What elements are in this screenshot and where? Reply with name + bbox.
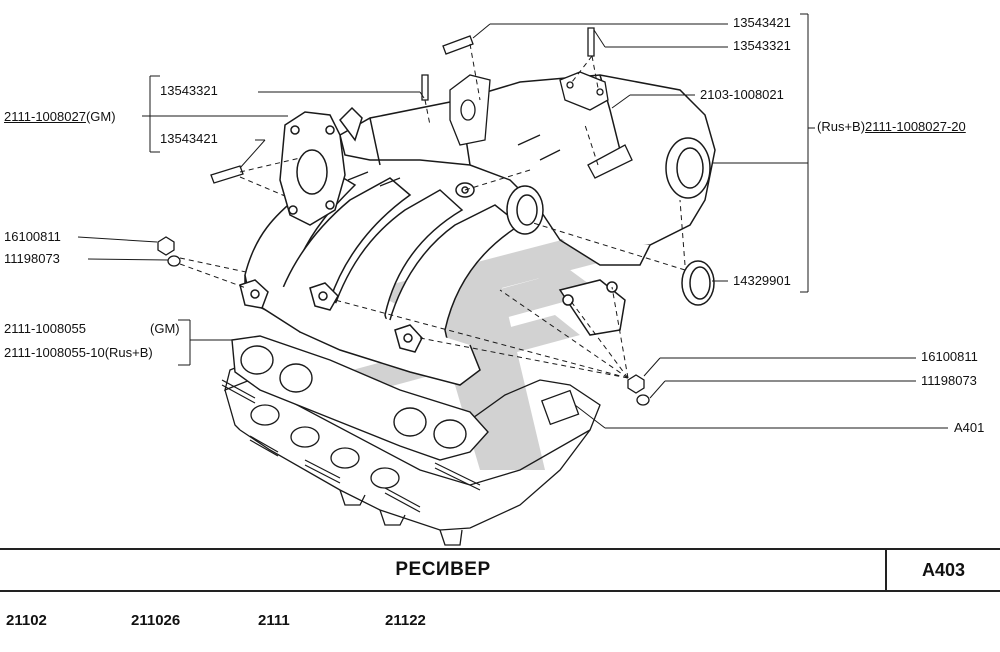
label-gasket-gm-suffix: (GM): [150, 321, 180, 336]
seal-ring: [681, 260, 715, 306]
label-stud-left-1: 13543321: [160, 83, 218, 98]
studs: [210, 27, 633, 187]
model-item: 2111: [258, 612, 290, 629]
label-receiver-gm: 2111-1008027(GM): [4, 110, 116, 124]
label-seal: 14329901: [733, 273, 791, 288]
label-receiver-rus-prefix: (Rus+B): [817, 119, 866, 134]
cylinder-head-studs: [221, 379, 481, 513]
label-receiver-rus-code: 2111-1008027-20: [865, 119, 966, 134]
mount-brackets: [449, 71, 609, 146]
page-title: РЕСИВЕР: [395, 559, 491, 580]
label-cylinder-head: A401: [954, 420, 985, 435]
label-receiver-gm-suffix: (GM): [85, 109, 116, 124]
title-bar: РЕСИВЕР А403: [0, 548, 1000, 592]
label-stud-right-1: 13543421: [733, 15, 791, 30]
label-washer-right: 11198073: [921, 373, 977, 388]
label-stud-left-2: 13543421: [160, 131, 218, 146]
label-nut-left: 16100811: [4, 229, 61, 244]
model-list: 21102 211026 2111 21122: [0, 604, 1000, 640]
model-item: 21122: [385, 612, 426, 629]
label-receiver-rus: (Rus+B)2111-1008027-20: [817, 120, 966, 134]
label-receiver-gm-code: 2111-1008027: [4, 109, 86, 124]
label-washer-left: 11198073: [4, 251, 60, 266]
label-fitting: 2103-1008021: [700, 87, 784, 102]
model-item: 211026: [131, 612, 181, 629]
exploded-diagram: [77, 13, 948, 546]
throttle-flange: [279, 106, 363, 226]
label-nut-right: 16100811: [921, 349, 978, 364]
nuts-washers: [157, 236, 650, 406]
leader-lines: [77, 13, 948, 429]
model-item: 21102: [6, 612, 47, 629]
receiver-body: [339, 74, 716, 336]
page-code: А403: [921, 560, 966, 580]
gasket: [231, 335, 489, 461]
assembly-lines: [179, 43, 686, 379]
cylinder-head: [224, 359, 601, 546]
label-gasket-gm: 2111-1008055: [4, 321, 86, 336]
label-gasket-rus: 2111-1008055-10(Rus+B): [4, 345, 153, 360]
title-divider: [885, 550, 887, 590]
label-stud-right-2: 13543321: [733, 38, 791, 53]
